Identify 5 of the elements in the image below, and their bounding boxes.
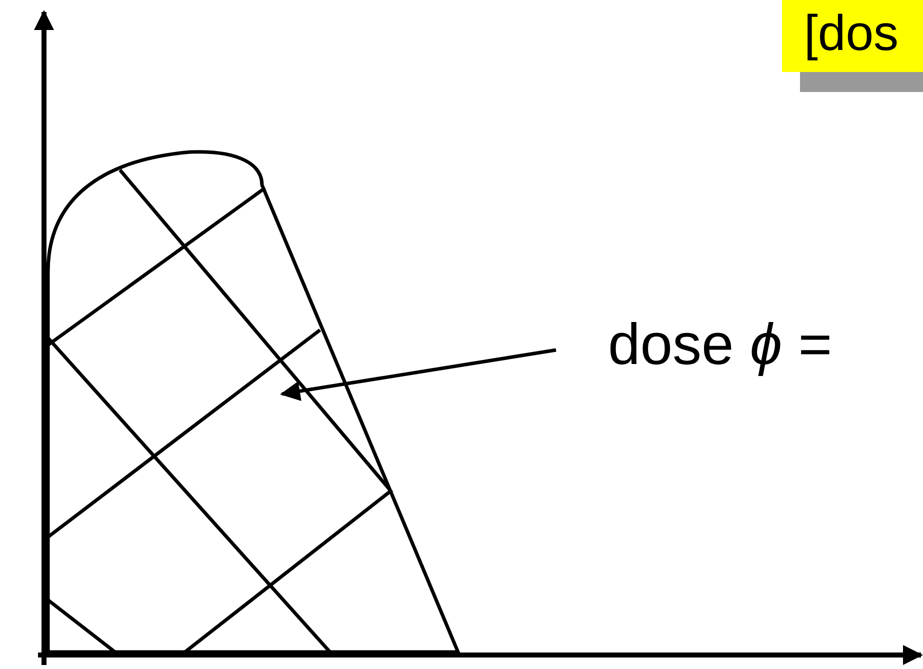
hatched-region-drawing bbox=[46, 150, 460, 654]
highlight-box bbox=[782, 0, 923, 72]
heading-text: [dos bbox=[804, 8, 899, 58]
arrow bbox=[280, 348, 556, 402]
dose-label: dose ϕ = bbox=[608, 316, 832, 374]
